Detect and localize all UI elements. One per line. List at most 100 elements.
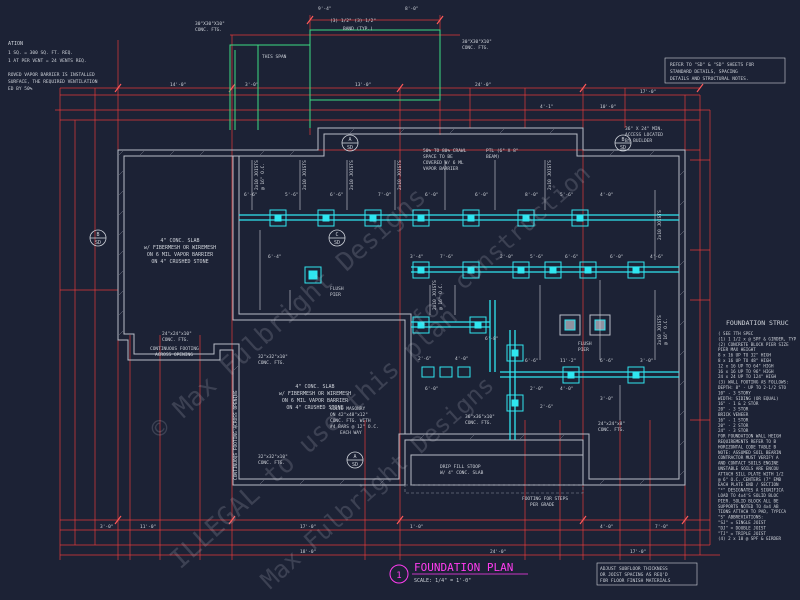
section-mark-2-bottom: SD	[347, 145, 353, 151]
fnotes-line: TIONS ATTACH TO PAD, TYPICA	[718, 509, 787, 514]
fnotes-line: 10" - 3 STORY	[718, 390, 751, 395]
adjust-subfloor-box	[596, 562, 698, 586]
fnotes-line: 16 x 16 UP TO 96" HIGH	[718, 369, 774, 374]
solid-3: CONC. FTG. WITH	[330, 418, 371, 424]
vent-line-5: ED BY 50%	[8, 86, 33, 92]
dim-top-4: 3'-0"	[245, 82, 259, 88]
ftg-top-left-2: CONC. FTG.	[195, 27, 222, 33]
stoop-2: W/ 4" CONC. SLAB	[440, 470, 484, 476]
dim-int-12: 7'-6"	[440, 254, 454, 260]
dim-bot-5: 1'-0"	[410, 524, 424, 530]
ftg-top-right: 30"X30"X10"	[462, 39, 492, 45]
dim-int-10: 6'-4"	[268, 254, 282, 260]
section-mark-1-bottom: SD	[95, 240, 101, 246]
joist-label-4: 2x10 JOISTS	[397, 160, 403, 190]
cont-ftg-label: CONTINUOUS FOOTING	[150, 346, 199, 352]
ftg-36-label: 36"x36"x10"	[465, 414, 495, 420]
dim-top-9: 10'-0"	[600, 104, 616, 110]
dim-int-25: 2'-0"	[530, 386, 544, 392]
fnotes-line: NOTE: ASSUMED SOIL BEARIN	[718, 450, 782, 455]
slab-mid-3: ON 6 MIL VAPOR BARRIER	[282, 398, 349, 404]
view-number-circle	[389, 564, 409, 584]
dim-int-11: 3'-4"	[410, 254, 424, 260]
dim-int-15: 6'-6"	[565, 254, 579, 260]
std-line-2: STANDARD DETAILS, SPACING	[670, 69, 738, 75]
stoop-1: DRIP FILL STOOP	[440, 464, 481, 470]
fnotes-line: HORIZONTAL CODE TABLE B	[718, 444, 776, 449]
bottom-dimension-texts: 11'-0" 3'-0" 17'-0" 18'-0" 1'-0" 24'-0" …	[100, 524, 669, 555]
fnotes-line: CONTRACTOR MUST VERIFY A	[718, 455, 779, 460]
section-markers	[89, 134, 632, 469]
ftg-24-label: 24"x24"x10"	[162, 331, 192, 337]
fnotes-line: "SJ" = SINGLE JOIST	[718, 520, 766, 525]
dim-int-3: 6'-6"	[330, 192, 344, 198]
ftg-32-label-2: CONC. FTG.	[258, 360, 285, 366]
dim-bot-7: 17'-0"	[630, 549, 646, 555]
dim-top-7: 17'-0"	[640, 89, 656, 95]
dim-int-24: 6'-0"	[425, 386, 439, 392]
dim-int-1: 6'-6"	[244, 192, 258, 198]
adjust-1: ADJUST SUBFLOOR THICKNESS	[600, 566, 668, 572]
dim-top-5: 13'-0"	[355, 82, 371, 88]
joist-label-2: 2x10 JOISTS	[302, 160, 308, 190]
ftg-24r-label-2: CONC. FTG.	[598, 427, 625, 433]
view-scale: SCALE: 1/4" = 1'-0"	[414, 578, 471, 584]
fnotes-line: 8 x 16 UP TO 48" HIGH	[718, 358, 771, 363]
access-1: 36" X 24" MIN.	[625, 126, 663, 132]
top-dimension-texts: 9'-4" 8'-0" 14'-0" 3'-0" 13'-0" 24'-0" 1…	[170, 6, 656, 110]
std-line-1: REFER TO "SD" & "SD" SHEETS FOR	[670, 62, 754, 68]
view-number: 1	[396, 571, 401, 581]
cont-ftg-vertical: CONTINUOUS FOOTING ACROSS OPENING	[233, 390, 239, 480]
dim-top-2: 8'-0"	[405, 6, 419, 12]
crawl-note-2: SPACE TO BE	[423, 154, 453, 160]
fnotes-heading: FOUNDATION STRUC	[726, 319, 789, 327]
solid-5: EACH WAY	[340, 430, 362, 436]
dim-int-20: 6'-6"	[525, 358, 539, 364]
fnotes-line: (4) 2 x 10 @ SPF & GIRDER	[718, 536, 782, 541]
slab-left-2: w/ FIBERMESH OR WIREMESH	[144, 245, 216, 251]
access-3: BY BUILDER	[625, 138, 652, 144]
dim-bot-3: 17'-0"	[300, 524, 316, 530]
fnotes-line: "TJ" = TRIPLE JOIST	[718, 531, 766, 536]
span-note: THIS SPAN	[262, 54, 287, 60]
section-mark-3-top: C	[335, 232, 338, 238]
joist-label-7: 2x10 JOISTS	[432, 280, 438, 310]
dim-int-26: 4'-0"	[560, 386, 574, 392]
dim-bot-8: 4'-0"	[600, 524, 614, 530]
dim-int-16: 6'-0"	[610, 254, 624, 260]
solid-4: #4 BARS @ 12" O.C.	[330, 424, 379, 430]
fnotes-line: UNSTABLE SOILS ARE ENCOU	[718, 466, 779, 471]
wall-hatch	[118, 128, 685, 485]
crawl-note-4: VAPOR BARRIER	[423, 166, 459, 172]
ftg-24-label-2: CONC. FTG.	[162, 337, 189, 343]
slab-mid-1: 4" CONC. SLAB	[295, 384, 334, 390]
dim-int-13: 2'-0"	[500, 254, 514, 260]
fnotes-line: 12 x 16 UP TO 64" HIGH	[718, 363, 774, 368]
adjust-3: FOR FLOOR FINISH MATERIALS	[600, 578, 671, 584]
section-mark-5-bottom: SD	[352, 462, 358, 468]
piers	[269, 209, 645, 412]
section-mark-1-top: B	[96, 232, 99, 238]
dim-top-8: 4'-1"	[540, 104, 554, 110]
foundation-structural-notes: FOUNDATION STRUC ( SEE 7TH SPEC(1) 1 1/2…	[718, 319, 797, 541]
bumpout-outline	[229, 29, 441, 130]
joist-label-11: @ 16" O.C.	[663, 318, 669, 345]
dim-int-29: 6'-8"	[485, 336, 499, 342]
crawl-note-1: 50% TO 80% CRAWL	[423, 148, 467, 154]
flush-pier-1: FLUSH	[330, 286, 344, 292]
dim-int-14: 5'-6"	[530, 254, 544, 260]
section-mark-4-bottom: SD	[620, 145, 626, 151]
vent-line-2: 1 AT PER VENT = 24 VENTS REQ.	[8, 58, 87, 64]
fnotes-line: "*" DESIGNATES A SIGNIFICA	[718, 488, 784, 493]
flush-pier-2: PIER	[330, 292, 341, 298]
dim-top-6: 24'-0"	[475, 82, 491, 88]
dim-bot-6: 24'-0"	[490, 549, 506, 555]
fnotes-line: "S" ABBREVIATIONS:	[718, 515, 763, 520]
fnotes-line: PIER. SOLID BLOCK ALL BE	[718, 498, 779, 503]
ptl-note-2: BEAM)	[486, 154, 500, 160]
dimension-ticks	[114, 15, 704, 525]
vent-line-4: SURFACE, THE REQUIRED VENTILATION	[8, 79, 98, 85]
slab-left-4: ON 4" CRUSHED STONE	[151, 259, 208, 265]
slab-mid-4: ON 4" CRUSHED STONE	[286, 405, 343, 411]
vent-heading: ATION	[8, 41, 23, 47]
